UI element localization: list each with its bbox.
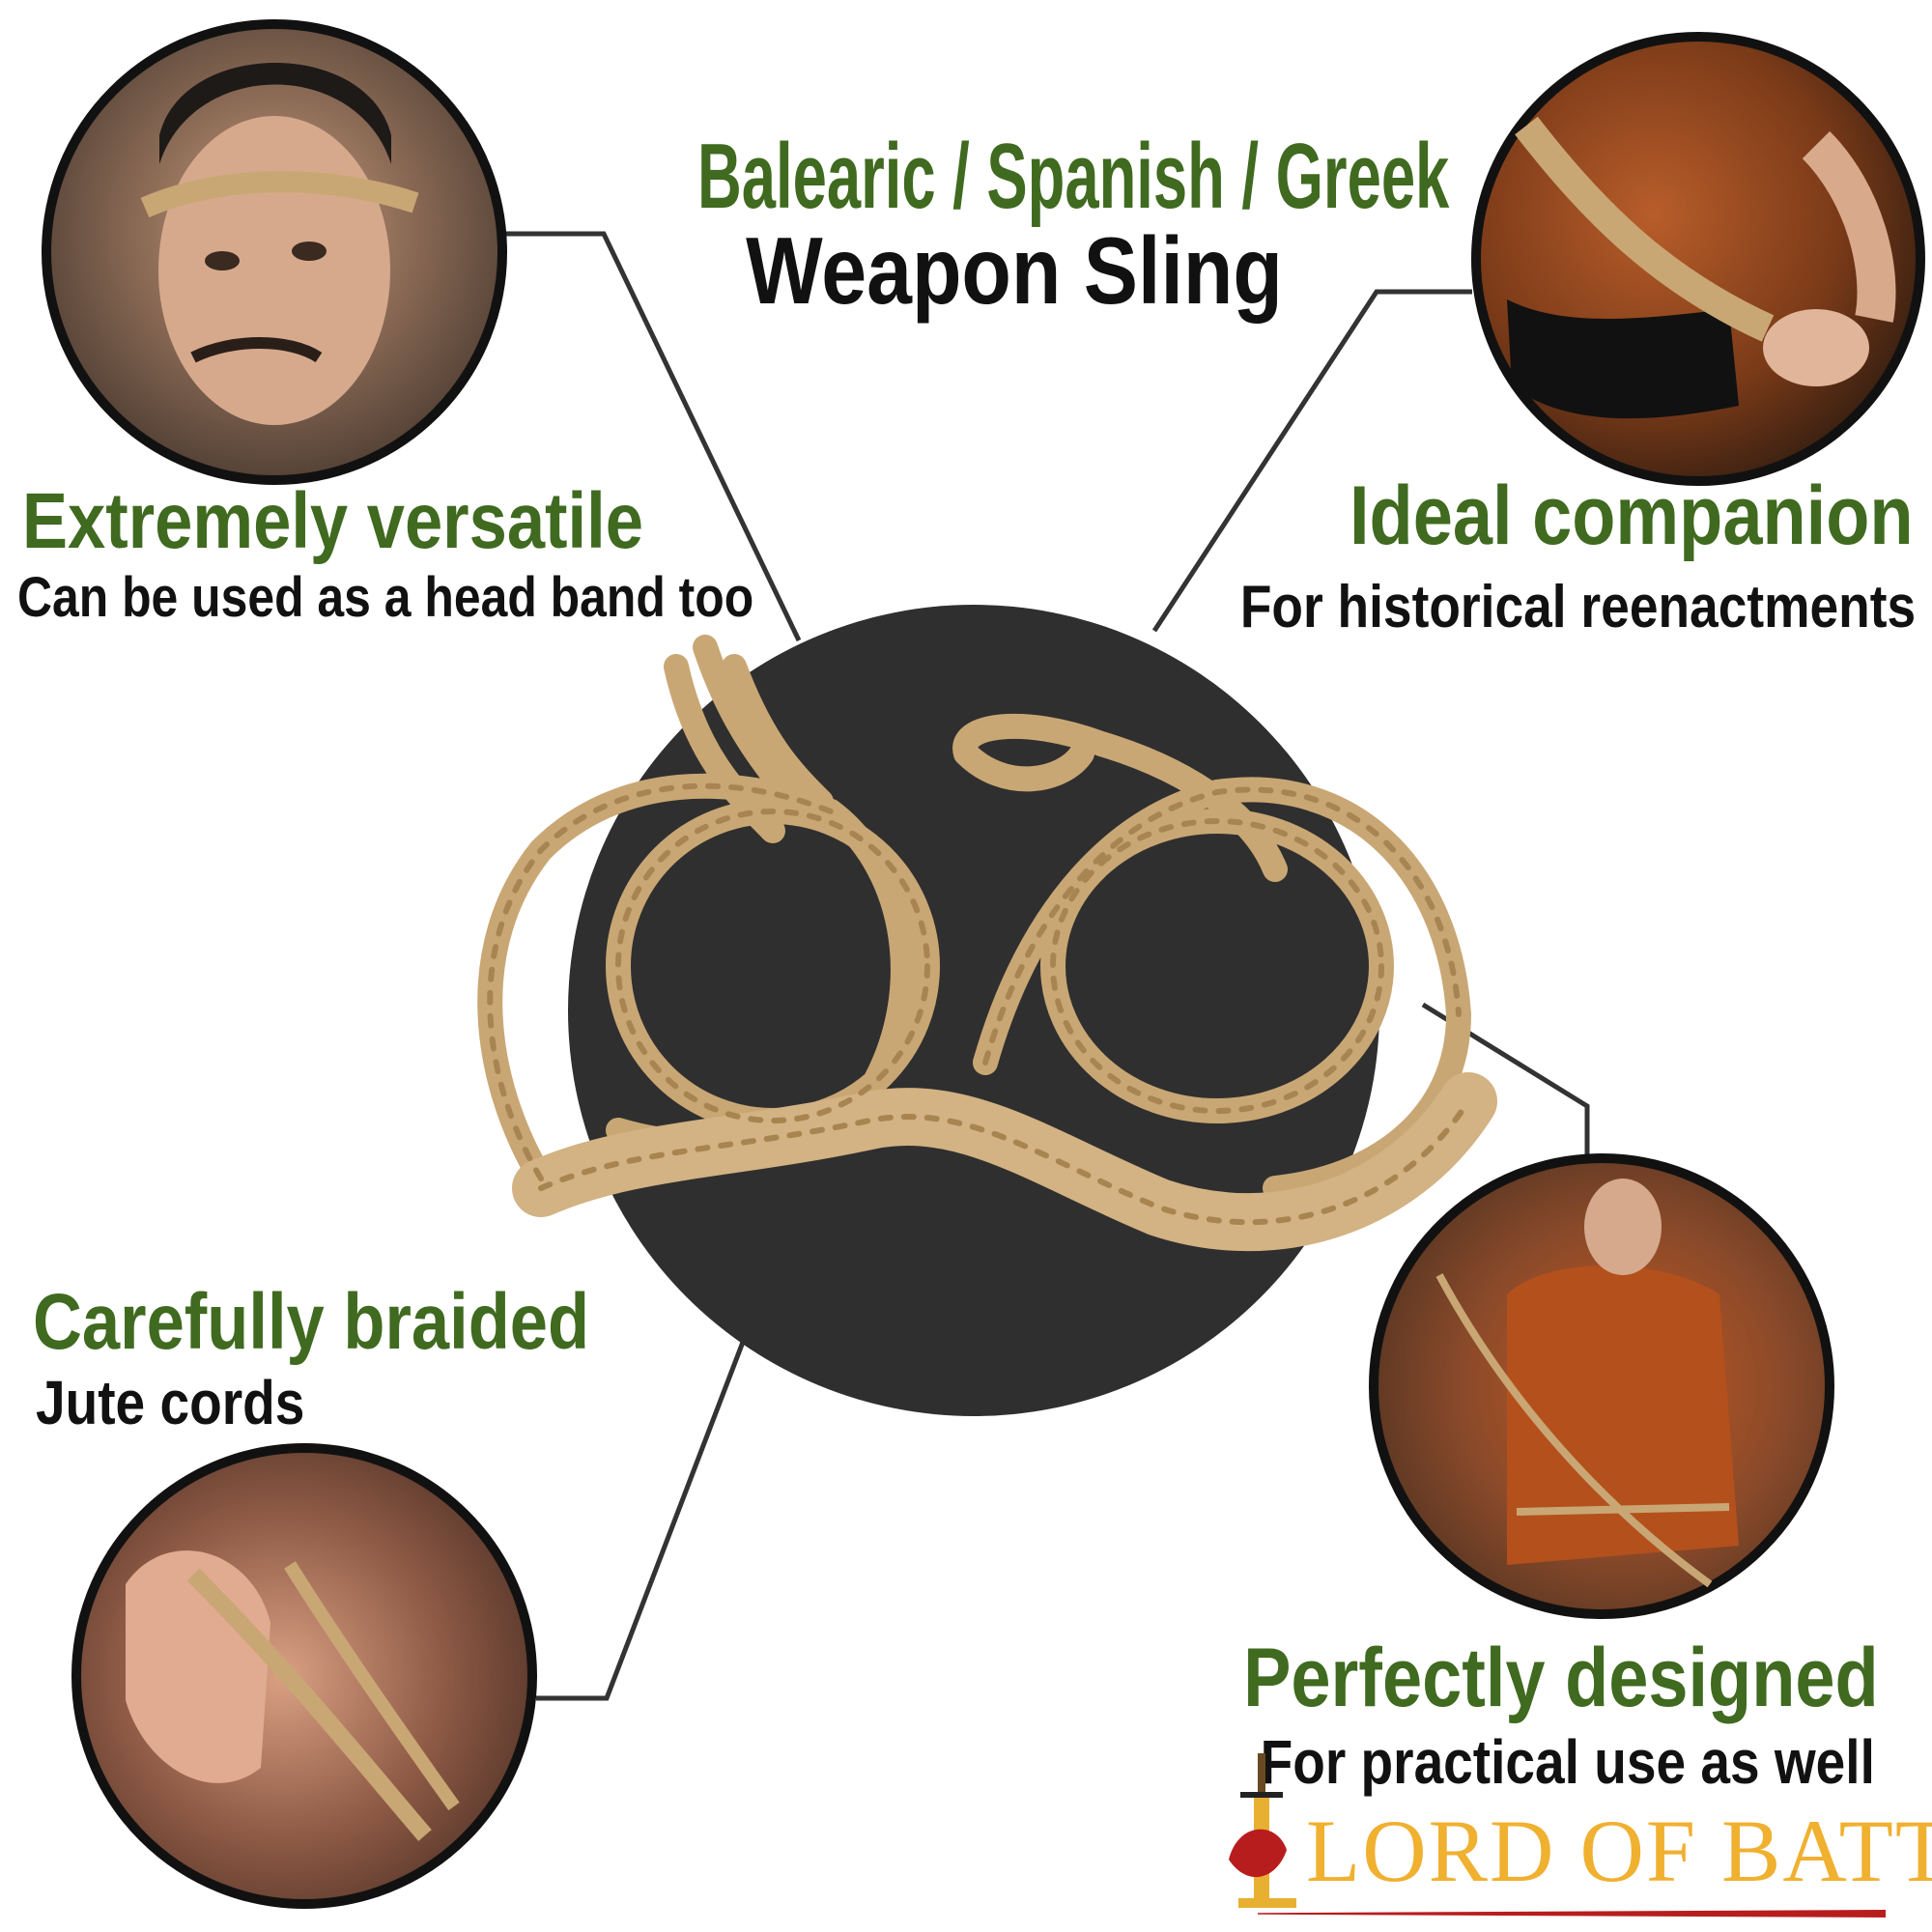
feature-3-subtitle: Jute cords xyxy=(36,1368,305,1437)
photo-braided-cord-closeup xyxy=(71,1443,537,1909)
connector-lines xyxy=(505,231,1590,1701)
sling-product-image xyxy=(477,635,1497,1252)
feature-2-title: Ideal companion xyxy=(1350,469,1914,562)
feature-1-subtitle: Can be used as a head band too xyxy=(17,566,754,629)
connector-top-left xyxy=(505,231,802,642)
connector-top-right xyxy=(1151,289,1472,633)
feature-2-subtitle: For historical reenactments xyxy=(1239,574,1916,640)
photo-man-using-sling xyxy=(1369,1153,1834,1619)
sword-emblem-icon xyxy=(1229,1753,1296,1908)
title-line-1: Balearic / Spanish / Greek xyxy=(697,125,1450,228)
feature-1-title: Extremely versatile xyxy=(22,477,643,565)
connector-right xyxy=(1421,1002,1590,1158)
lord-of-battles-logo: LORD OF BATTLES xyxy=(1219,1753,1932,1918)
title-line-2: Weapon Sling xyxy=(746,217,1283,324)
logo-wordmark: LORD OF BATTLES xyxy=(1306,1802,1932,1900)
feature-3-title: Carefully braided xyxy=(33,1278,590,1366)
feature-4-title: Perfectly designed xyxy=(1243,1632,1879,1724)
photo-headband xyxy=(42,19,507,485)
connector-bottom-left xyxy=(536,1323,753,1701)
logo-underline xyxy=(1258,1910,1886,1918)
photo-hands-holding-sling xyxy=(1471,32,1925,486)
feature-4-subtitle: For practical use as well xyxy=(1260,1727,1875,1797)
